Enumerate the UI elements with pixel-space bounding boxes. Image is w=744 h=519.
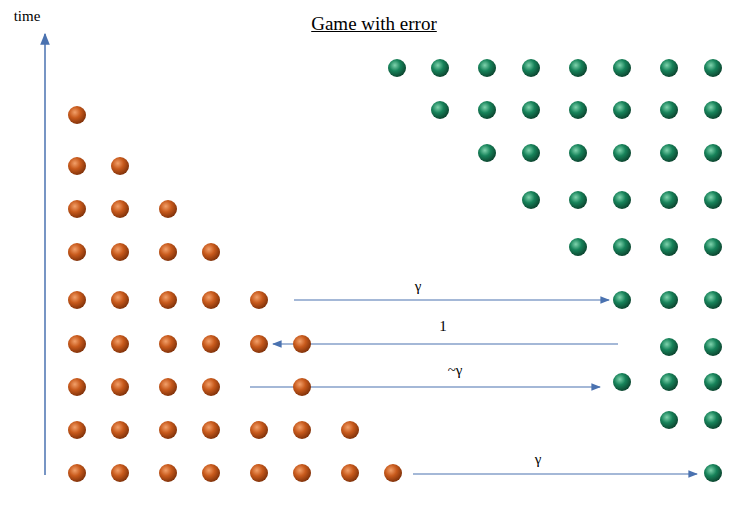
ball (250, 464, 268, 482)
ball (159, 335, 177, 353)
ball (68, 421, 86, 439)
ball (293, 378, 311, 396)
arrow-label: 1 (439, 318, 447, 335)
ball (68, 157, 86, 175)
ball (613, 191, 631, 209)
ball (68, 291, 86, 309)
ball (704, 238, 722, 256)
ball (613, 144, 631, 162)
ball (704, 191, 722, 209)
ball (68, 335, 86, 353)
ball (660, 338, 678, 356)
ball (660, 238, 678, 256)
ball (250, 291, 268, 309)
arrow (413, 473, 697, 474)
ball (111, 421, 129, 439)
ball (660, 411, 678, 429)
ball (478, 59, 496, 77)
ball (202, 421, 220, 439)
ball (660, 191, 678, 209)
axis-label: time (14, 8, 41, 25)
ball (569, 59, 587, 77)
ball (384, 464, 402, 482)
ball (522, 101, 540, 119)
ball (111, 243, 129, 261)
ball (704, 144, 722, 162)
green-balls (388, 59, 722, 482)
ball (111, 157, 129, 175)
ball (159, 243, 177, 261)
ball (250, 335, 268, 353)
ball (341, 464, 359, 482)
ball (660, 59, 678, 77)
ball (522, 191, 540, 209)
ball (613, 59, 631, 77)
ball (293, 421, 311, 439)
ball (613, 291, 631, 309)
ball (704, 464, 722, 482)
ball (111, 291, 129, 309)
orange-balls (68, 106, 402, 482)
diagram-title: Game with error (311, 14, 437, 35)
ball (478, 101, 496, 119)
ball (250, 421, 268, 439)
ball (159, 291, 177, 309)
ball (202, 335, 220, 353)
ball (704, 59, 722, 77)
ball (613, 373, 631, 391)
ball (431, 59, 449, 77)
ball (704, 338, 722, 356)
ball (68, 464, 86, 482)
ball (159, 378, 177, 396)
arrow (273, 343, 618, 344)
ball (202, 378, 220, 396)
ball (159, 200, 177, 218)
ball (522, 144, 540, 162)
ball (660, 373, 678, 391)
arrow-label: γ (535, 451, 542, 468)
ball (613, 101, 631, 119)
ball (704, 101, 722, 119)
ball (341, 421, 359, 439)
ball (660, 101, 678, 119)
ball (704, 411, 722, 429)
ball (431, 101, 449, 119)
ball (569, 101, 587, 119)
ball (159, 421, 177, 439)
ball (388, 59, 406, 77)
ball (68, 243, 86, 261)
arrow-label: γ (415, 278, 422, 295)
ball (111, 335, 129, 353)
ball (111, 200, 129, 218)
ball (660, 291, 678, 309)
ball (202, 464, 220, 482)
ball (202, 243, 220, 261)
ball (704, 373, 722, 391)
ball (68, 200, 86, 218)
ball (569, 144, 587, 162)
ball (569, 191, 587, 209)
ball (478, 144, 496, 162)
ball (522, 59, 540, 77)
ball (293, 335, 311, 353)
ball (293, 464, 311, 482)
ball (660, 144, 678, 162)
ball (202, 291, 220, 309)
time-axis (44, 34, 46, 475)
ball (68, 106, 86, 124)
ball (613, 238, 631, 256)
ball (569, 238, 587, 256)
ball (704, 291, 722, 309)
arrow (294, 299, 609, 300)
ball (159, 464, 177, 482)
ball (111, 464, 129, 482)
ball (111, 378, 129, 396)
arrow-label: ~γ (448, 362, 463, 379)
ball (68, 378, 86, 396)
